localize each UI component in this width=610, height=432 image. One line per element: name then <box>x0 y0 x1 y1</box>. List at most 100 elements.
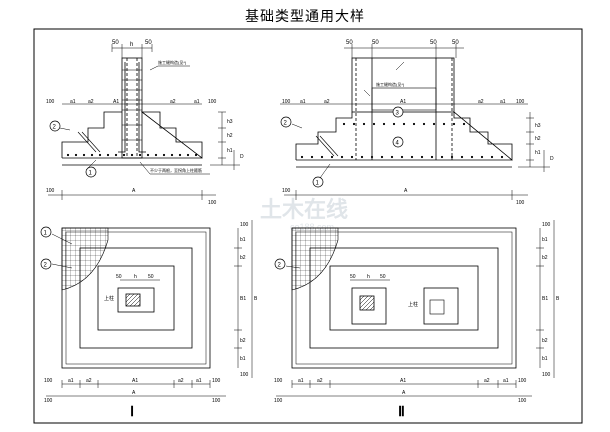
svg-text:a1: a1 <box>300 99 306 105</box>
section-type-1 <box>48 44 240 200</box>
svg-text:100: 100 <box>516 99 525 105</box>
svg-text:a1: a1 <box>298 378 304 384</box>
svg-text:100: 100 <box>212 378 221 384</box>
svg-text:2: 2 <box>44 263 48 269</box>
svg-text:B1: B1 <box>542 296 548 302</box>
svg-text:2: 2 <box>53 125 57 131</box>
svg-text:D: D <box>550 156 554 162</box>
svg-text:b1: b1 <box>240 237 246 243</box>
svg-text:b1: b1 <box>542 356 548 362</box>
svg-text:D: D <box>240 154 244 160</box>
svg-text:不少于两根，至拐角上柱箍筋: 不少于两根，至拐角上柱箍筋 <box>150 167 202 173</box>
svg-text:B: B <box>254 296 258 302</box>
svg-text:b1: b1 <box>240 356 246 362</box>
svg-text:4: 4 <box>396 141 400 147</box>
watermark-text: 土木在线 <box>260 197 348 222</box>
svg-text:100: 100 <box>208 200 217 206</box>
rebar-dots-2 <box>300 122 504 159</box>
column-hatch-1 <box>125 293 141 307</box>
svg-text:100: 100 <box>240 372 249 378</box>
svg-text:a2: a2 <box>170 99 176 105</box>
svg-text:h1: h1 <box>227 148 233 154</box>
callouts-sec2: 2 1 3 4 <box>280 106 404 188</box>
type-2-label: Ⅱ <box>398 403 405 419</box>
svg-text:100: 100 <box>518 378 527 384</box>
svg-text:b2: b2 <box>240 255 246 261</box>
svg-text:上柱: 上柱 <box>104 295 114 302</box>
callouts-plan1: 1 2 <box>40 226 52 270</box>
section-type-2-text: 50 50 50 50 施工缝构造(见*) 100 a1 a2 A1 a2 a1… <box>282 40 554 206</box>
svg-text:a2: a2 <box>88 99 94 105</box>
svg-text:100: 100 <box>282 99 291 105</box>
column-hatch-2 <box>359 295 375 311</box>
svg-text:h3: h3 <box>535 123 541 129</box>
svg-text:A: A <box>404 188 408 194</box>
section-type-2 <box>280 44 550 200</box>
svg-text:a2: a2 <box>324 99 330 105</box>
svg-text:A: A <box>132 390 136 396</box>
svg-text:100: 100 <box>44 378 53 384</box>
svg-text:100: 100 <box>282 188 291 194</box>
svg-text:50: 50 <box>145 40 152 46</box>
plan-type-1 <box>46 220 253 397</box>
svg-text:B: B <box>556 296 560 302</box>
svg-text:1: 1 <box>44 231 48 237</box>
svg-text:b2: b2 <box>542 255 548 261</box>
svg-text:h2: h2 <box>227 133 233 139</box>
svg-text:a1: a1 <box>500 99 506 105</box>
plan-type-2 <box>276 220 555 397</box>
svg-text:B1: B1 <box>240 296 246 302</box>
svg-text:施工缝构造(见*): 施工缝构造(见*) <box>158 59 187 65</box>
svg-text:a1: a1 <box>503 378 509 384</box>
svg-text:100: 100 <box>240 222 249 228</box>
svg-text:100: 100 <box>212 398 221 404</box>
svg-text:A1: A1 <box>132 378 138 384</box>
svg-text:50: 50 <box>430 40 437 46</box>
rebar-mesh-1 <box>61 227 109 291</box>
svg-text:h2: h2 <box>535 136 541 142</box>
svg-text:1: 1 <box>89 171 93 177</box>
svg-text:b2: b2 <box>240 338 246 344</box>
svg-text:100: 100 <box>274 378 283 384</box>
svg-text:A1: A1 <box>113 99 119 105</box>
svg-text:1: 1 <box>316 181 320 187</box>
plan-type-2-text: 50 h 50 上柱 100 a1 a2 A1 a2 a1 100 A 100 … <box>274 222 560 419</box>
svg-text:A1: A1 <box>400 378 406 384</box>
svg-text:100: 100 <box>46 99 55 105</box>
svg-text:100: 100 <box>44 398 53 404</box>
svg-text:a1: a1 <box>70 99 76 105</box>
svg-text:h: h <box>130 42 133 48</box>
svg-text:3: 3 <box>396 111 400 117</box>
svg-text:h3: h3 <box>227 119 233 125</box>
svg-text:施工缝构造(见*): 施工缝构造(见*) <box>376 81 405 87</box>
footing-outline-1 <box>61 111 203 159</box>
svg-text:h: h <box>134 274 137 280</box>
callouts-plan2: 2 <box>274 258 286 270</box>
footing-outline-2 <box>295 111 513 161</box>
svg-text:100: 100 <box>542 372 551 378</box>
svg-text:A: A <box>132 188 136 194</box>
svg-text:100: 100 <box>516 200 525 206</box>
svg-text:50: 50 <box>452 40 459 46</box>
svg-text:50: 50 <box>372 40 379 46</box>
svg-text:100: 100 <box>542 222 551 228</box>
rebar-dots-1 <box>66 153 198 157</box>
svg-text:50: 50 <box>350 274 356 280</box>
svg-text:h: h <box>367 274 370 280</box>
svg-text:2: 2 <box>284 121 288 127</box>
section-type-1-text: 50 h 50 施工缝构造(见*) 100 a1 a2 A1 a2 a1 100… <box>46 40 244 206</box>
watermark: 土木在线 co188.com <box>260 197 348 232</box>
type-1-label: Ⅰ <box>130 403 134 419</box>
drawing-title: 基础类型通用大样 <box>245 9 365 25</box>
plan-type-1-text: 50 h 50 上柱 100 a1 a2 A1 a2 a1 100 A 100 … <box>44 222 258 419</box>
svg-text:a1: a1 <box>68 378 74 384</box>
svg-text:50: 50 <box>148 274 154 280</box>
rebar-mesh-2 <box>291 227 339 291</box>
svg-text:a2: a2 <box>478 99 484 105</box>
svg-text:a2: a2 <box>86 378 92 384</box>
svg-text:h1: h1 <box>535 150 541 156</box>
svg-text:上柱: 上柱 <box>408 301 418 308</box>
svg-text:a2: a2 <box>178 378 184 384</box>
